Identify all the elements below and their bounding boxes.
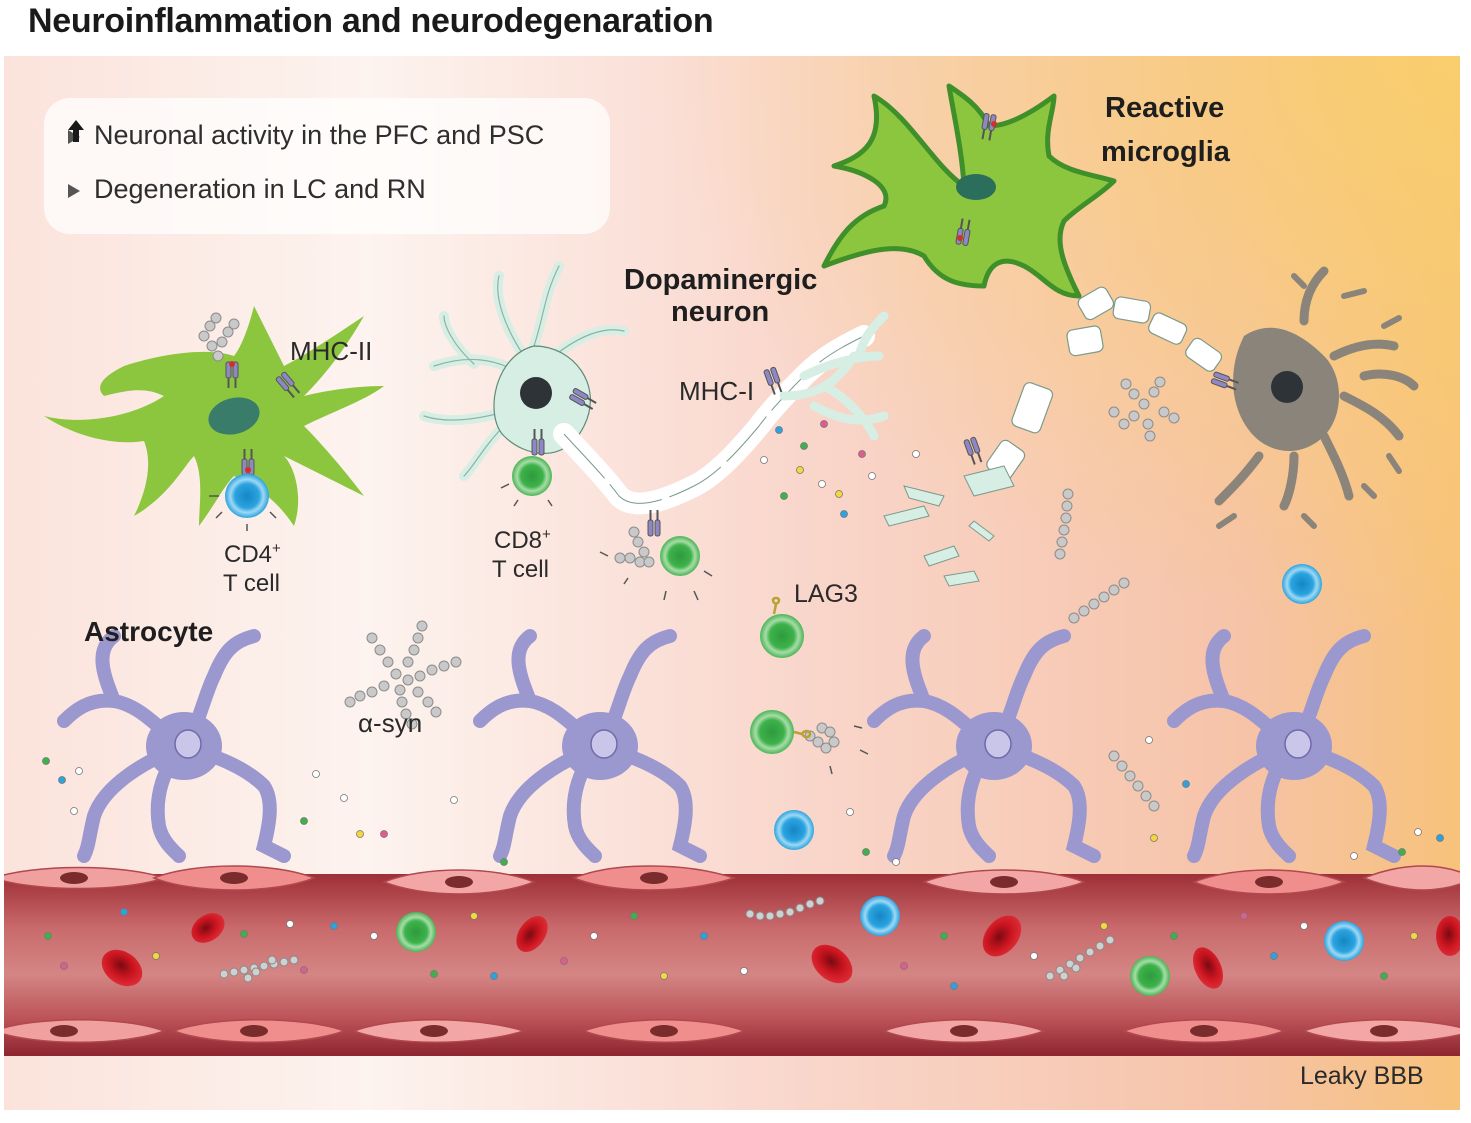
info-item-degeneration: Degeneration in LC and RN bbox=[68, 174, 426, 205]
cd8-t-cell-2 bbox=[599, 526, 713, 601]
dopaminergic-neuron bbox=[419, 261, 889, 537]
cd4-t-cell-2 bbox=[774, 810, 814, 850]
label-reactive: Reactive bbox=[1105, 92, 1225, 124]
endothelial-cells-top bbox=[4, 865, 1460, 895]
bullet-triangle-icon bbox=[68, 183, 80, 198]
info-item-text: Degeneration in LC and RN bbox=[94, 174, 426, 204]
cd4-t-cell-1 bbox=[209, 474, 277, 531]
label-lag3: LAG3 bbox=[794, 580, 858, 608]
illustration-panel: Neuronal activity in the PFC and PSC Deg… bbox=[4, 56, 1460, 1110]
info-item-neuronal-activity: Neuronal activity in the PFC and PSC bbox=[68, 120, 544, 151]
label-astrocyte: Astrocyte bbox=[84, 616, 214, 647]
microglia-mhc-ii bbox=[44, 306, 384, 526]
label-cd8: CD8+ bbox=[494, 526, 551, 554]
cytokine-dots bbox=[42, 420, 1444, 866]
up-arrow-icon bbox=[68, 120, 84, 142]
figure-title: Neuroinflammation and neurodegenaration bbox=[28, 2, 714, 40]
vessel-cytokine-dots bbox=[44, 908, 1418, 990]
cd8-t-cell-1 bbox=[500, 456, 553, 507]
cd4-t-cell-3 bbox=[1282, 564, 1322, 604]
label-cd8-t-cell: T cell bbox=[492, 556, 549, 583]
vessel-alpha-syn-fibrils bbox=[219, 896, 1115, 983]
degenerating-neuron bbox=[883, 266, 1419, 587]
label-neuron: neuron bbox=[671, 296, 770, 328]
red-blood-cells bbox=[101, 913, 1460, 989]
label-cd4: CD4+ bbox=[224, 540, 281, 568]
label-leaky-bbb: Leaky BBB bbox=[1300, 1062, 1424, 1090]
info-box: Neuronal activity in the PFC and PSC Deg… bbox=[44, 98, 610, 234]
leaky-blood-vessel bbox=[4, 865, 1460, 1056]
label-cd4-t-cell: T cell bbox=[223, 570, 280, 597]
info-item-text: Neuronal activity in the PFC and PSC bbox=[94, 120, 545, 150]
label-dopaminergic: Dopaminergic bbox=[624, 264, 818, 296]
endothelial-cells-bottom bbox=[4, 1019, 1460, 1043]
label-mhc-i: MHC-I bbox=[679, 376, 755, 406]
label-microglia: microglia bbox=[1101, 136, 1230, 168]
label-alpha-syn: α-syn bbox=[358, 708, 423, 738]
label-mhc-ii: MHC-II bbox=[290, 336, 373, 366]
cd8-t-cell-lag3 bbox=[760, 596, 804, 658]
reactive-microglia bbox=[821, 83, 1117, 299]
cd8-t-cell-lag3-2 bbox=[750, 710, 869, 775]
axon-fragments bbox=[883, 465, 1015, 587]
vessel-t-cells bbox=[396, 896, 1364, 996]
